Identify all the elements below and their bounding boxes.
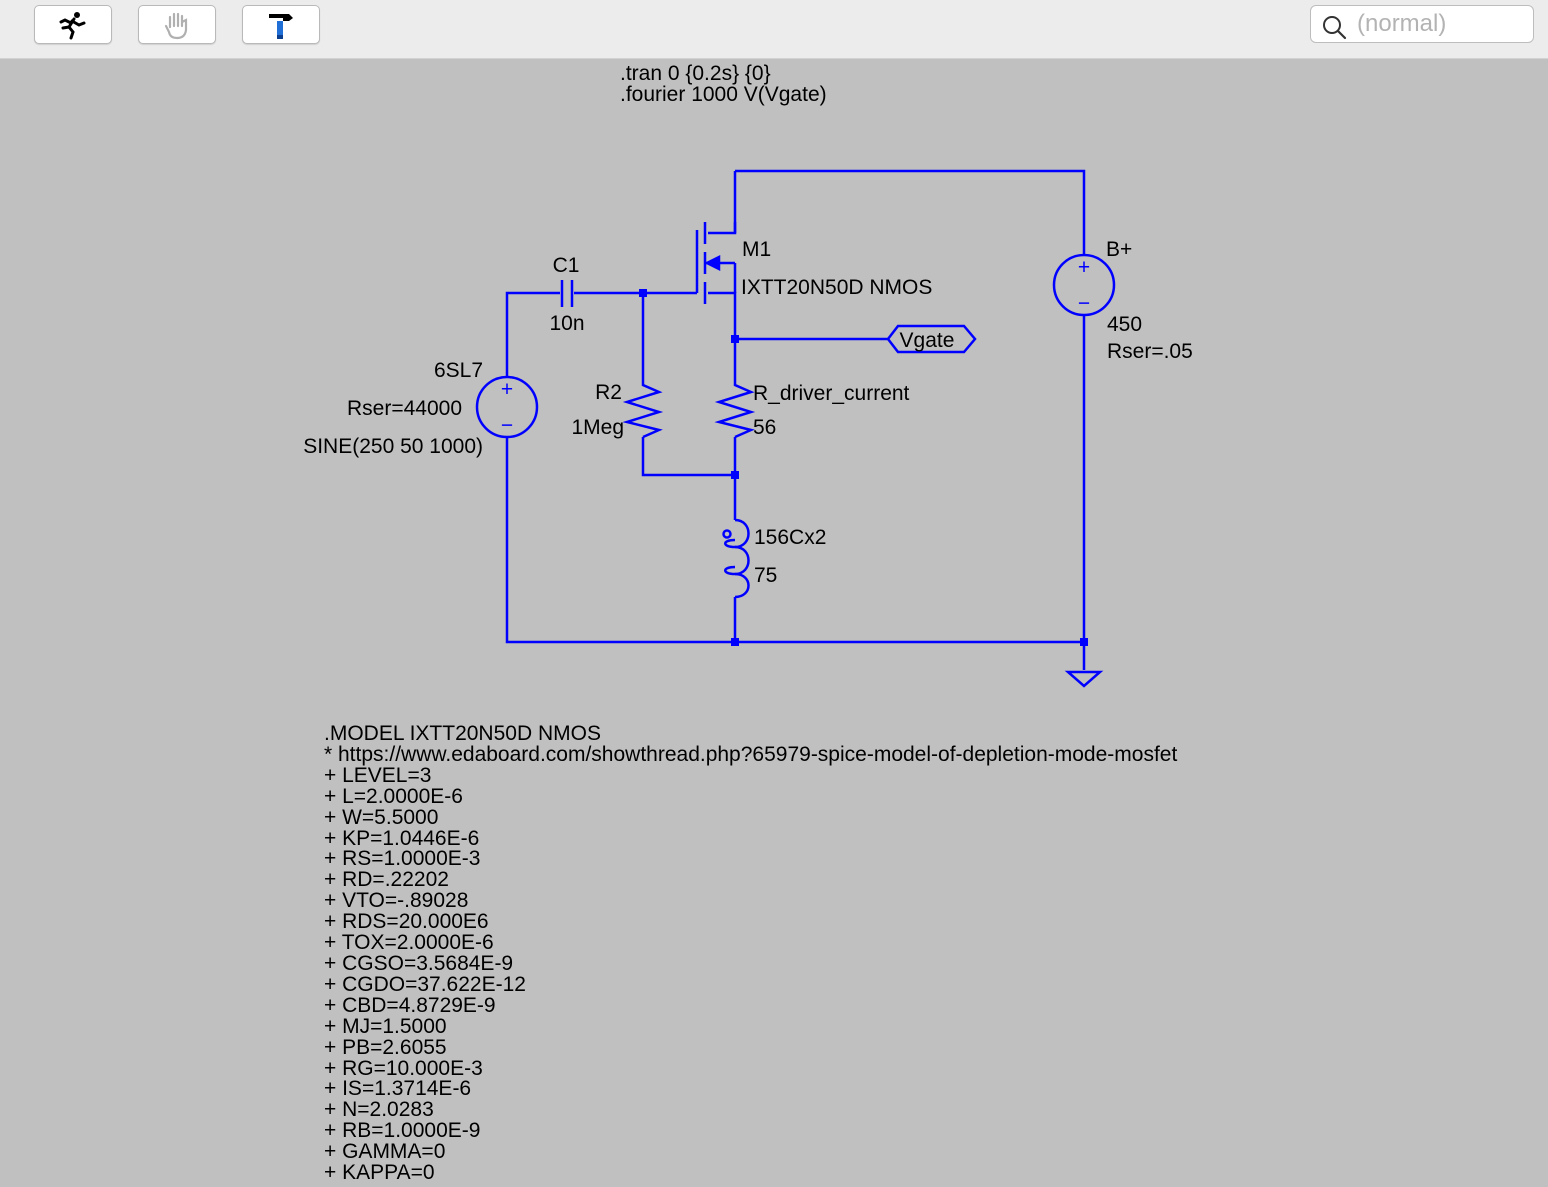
model-line: + RB=1.0000E-9 [324, 1119, 481, 1143]
r-driver-value[interactable]: 56 [753, 416, 776, 439]
model-line: + RD=.22202 [324, 868, 449, 892]
resistor-r2[interactable] [622, 377, 664, 439]
model-line: + RDS=20.000E6 [324, 910, 489, 934]
model-line: + CGSO=3.5684E-9 [324, 951, 514, 975]
c1-value[interactable]: 10n [549, 312, 584, 335]
model-line: * https://www.edaboard.com/showthread.ph… [324, 742, 1178, 766]
simulation-directives[interactable]: .tran 0 {0.2s} {0} .fourier 1000 V(Vgate… [620, 63, 827, 105]
model-line: + VTO=-.89028 [324, 889, 469, 913]
model-directive[interactable]: .MODEL IXTT20N50D NMOS * https://www.eda… [324, 722, 1178, 1185]
source-6sl7-name[interactable]: 6SL7 [434, 359, 483, 382]
halt-button[interactable] [138, 5, 216, 44]
m1-model[interactable]: IXTT20N50D NMOS [741, 276, 932, 299]
r-driver-name[interactable]: R_driver_current [753, 382, 910, 405]
bplus-value[interactable]: 450 [1107, 313, 1142, 336]
model-line: + MJ=1.5000 [324, 1014, 447, 1038]
bplus-rser[interactable]: Rser=.05 [1107, 340, 1193, 363]
plus-sign: + [1078, 256, 1090, 279]
model-line: + N=2.0283 [324, 1098, 434, 1122]
fourier-directive: .fourier 1000 V(Vgate) [620, 83, 827, 106]
hammer-icon [269, 13, 293, 39]
model-line: + L=2.0000E-6 [324, 784, 463, 808]
search-icon [1323, 16, 1347, 40]
model-line: + TOX=2.0000E-6 [324, 931, 494, 955]
model-line: + RS=1.0000E-3 [324, 847, 481, 871]
r2-name[interactable]: R2 [595, 381, 622, 404]
net-label-vgate[interactable]: Vgate [886, 324, 977, 354]
search-box[interactable] [1310, 5, 1534, 43]
model-line: + GAMMA=0 [324, 1140, 446, 1164]
model-line: + CGDO=37.622E-12 [324, 972, 526, 996]
bplus-name[interactable]: B+ [1106, 238, 1132, 261]
inductor-156cx2[interactable] [722, 518, 750, 599]
inductor-value[interactable]: 75 [754, 564, 777, 587]
model-line: + PB=2.6055 [324, 1035, 447, 1059]
voltage-source-6sl7[interactable]: + − [475, 375, 539, 439]
capacitor-c1[interactable] [560, 280, 574, 307]
model-line: + IS=1.3714E-6 [324, 1077, 472, 1101]
running-man-icon [59, 11, 86, 39]
model-line: + KAPPA=0 [324, 1161, 435, 1185]
wires[interactable] [505, 169, 1086, 670]
minus-sign: − [1078, 292, 1090, 315]
junctions [639, 289, 1088, 646]
toolbar [0, 0, 1548, 59]
plus-sign: + [501, 378, 513, 401]
minus-sign: − [501, 414, 513, 437]
inductor-name[interactable]: 156Cx2 [754, 526, 826, 549]
voltage-source-bplus[interactable]: + − [1052, 253, 1116, 317]
mosfet-m1[interactable] [695, 222, 737, 304]
net-label-text: Vgate [900, 329, 955, 352]
c1-name[interactable]: C1 [553, 254, 580, 277]
model-line: + LEVEL=3 [324, 763, 432, 787]
r2-value[interactable]: 1Meg [571, 416, 624, 439]
model-line: + RG=10.000E-3 [324, 1056, 483, 1080]
ground-symbol[interactable] [1064, 670, 1104, 688]
hammer-button[interactable] [242, 5, 320, 44]
model-line: .MODEL IXTT20N50D NMOS [324, 722, 601, 745]
model-line: + W=5.5000 [324, 805, 439, 829]
resistor-r-driver[interactable] [714, 377, 756, 439]
source-6sl7-value[interactable]: SINE(250 50 1000) [303, 435, 483, 458]
hand-icon [164, 12, 188, 39]
model-line: + CBD=4.8729E-9 [324, 993, 496, 1017]
source-6sl7-rser[interactable]: Rser=44000 [347, 397, 462, 420]
model-line: + KP=1.0446E-6 [324, 826, 480, 850]
run-button[interactable] [34, 5, 112, 44]
m1-name[interactable]: M1 [742, 238, 771, 261]
tran-directive: .tran 0 {0.2s} {0} [620, 62, 771, 85]
search-input[interactable] [1357, 11, 1525, 37]
